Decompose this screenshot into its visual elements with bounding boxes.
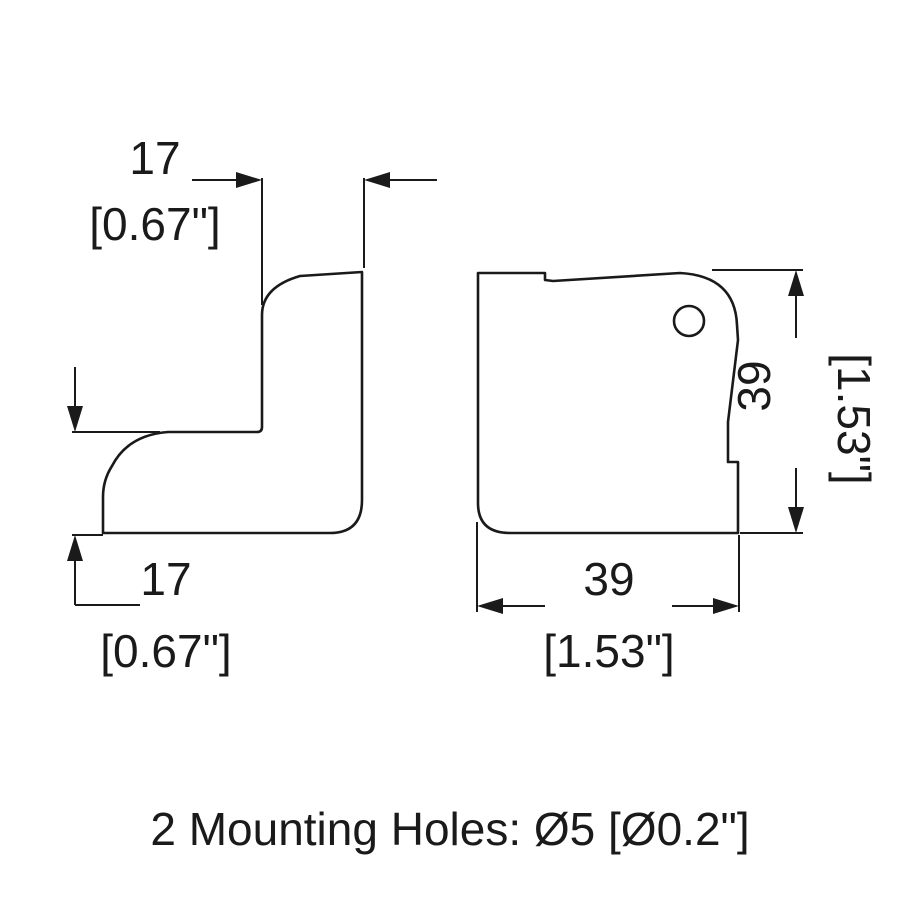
- side-width-mm-label: 17: [129, 132, 180, 184]
- front-height-arrow-top: [788, 270, 804, 296]
- side-width-in-label: [0.67"]: [89, 198, 220, 250]
- front-height-in-label: [1.53"]: [828, 353, 880, 484]
- side-width-arrow-left: [236, 172, 262, 188]
- side-height-arrow-top: [67, 406, 83, 432]
- side-view-profile: [101, 270, 364, 535]
- mounting-hole: [672, 304, 706, 338]
- side-view: 17 [0.67"] 17 [0.67"]: [67, 132, 437, 677]
- side-height-in-label: [0.67"]: [100, 625, 231, 677]
- front-width-mm-label: 39: [583, 553, 634, 605]
- front-height-mm-label: 39: [728, 360, 780, 411]
- front-view: 39 [1.53"] 39 [1.53"]: [476, 269, 880, 677]
- front-width-arrow-left: [477, 598, 503, 614]
- front-view-outline: [476, 271, 740, 535]
- side-width-arrow-right: [364, 172, 390, 188]
- front-height-arrow-bottom: [788, 507, 804, 533]
- side-height-arrow-bottom: [67, 535, 83, 561]
- mounting-holes-caption: 2 Mounting Holes: Ø5 [Ø0.2"]: [150, 803, 749, 855]
- side-height-mm-label: 17: [140, 553, 191, 605]
- front-width-in-label: [1.53"]: [543, 625, 674, 677]
- front-width-arrow-right: [713, 598, 739, 614]
